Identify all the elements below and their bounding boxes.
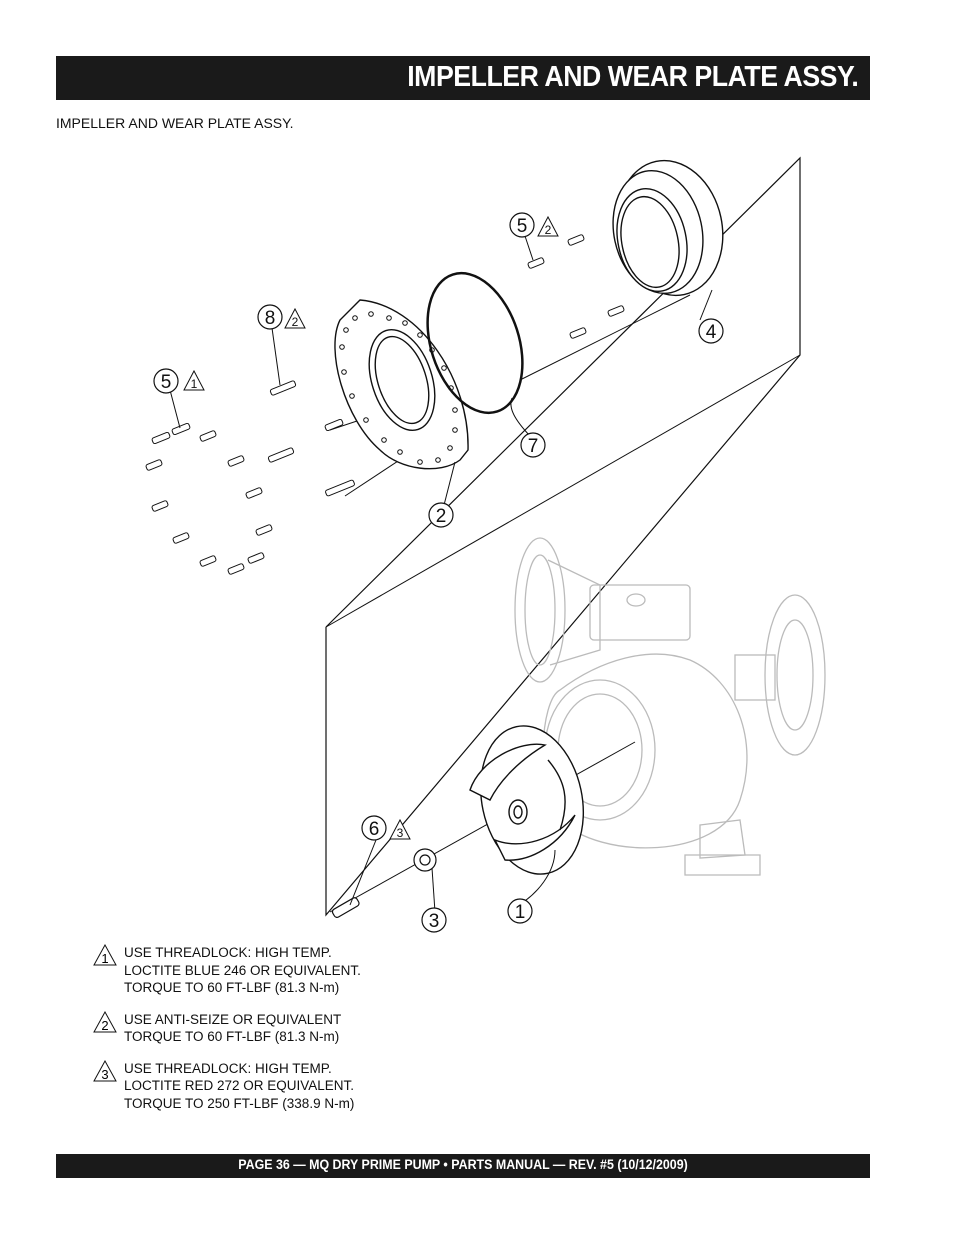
impeller	[469, 725, 585, 875]
svg-text:2: 2	[436, 506, 447, 527]
svg-text:2: 2	[292, 315, 299, 329]
impeller-bolt	[331, 897, 360, 918]
note-line: TORQUE TO 60 FT-LBF (81.3 N-m)	[124, 980, 340, 995]
callout-8: 8 2	[257, 304, 306, 330]
callout-3: 3	[421, 907, 447, 933]
callout-1: 1	[507, 898, 533, 924]
callout-2: 2	[428, 502, 454, 528]
note-line: USE ANTI-SEIZE OR EQUIVALENT	[124, 1011, 342, 1027]
svg-text:3: 3	[101, 1067, 108, 1082]
page-title: IMPELLER AND WEAR PLATE ASSY.	[406, 61, 859, 93]
svg-text:8: 8	[265, 308, 276, 329]
svg-text:6: 6	[369, 819, 380, 840]
callout-4: 4	[698, 318, 724, 344]
svg-text:2: 2	[101, 1018, 108, 1033]
bolt-group	[145, 234, 625, 575]
note-1: 1 USE THREADLOCK: HIGH TEMP. LOCTITE BLU…	[92, 943, 452, 997]
notes-list: 1 USE THREADLOCK: HIGH TEMP. LOCTITE BLU…	[92, 943, 452, 1122]
warning-triangle-icon: 2	[92, 1010, 118, 1033]
warning-triangle-icon: 1	[92, 943, 118, 966]
header-bar: IMPELLER AND WEAR PLATE ASSY.	[56, 56, 870, 100]
svg-text:3: 3	[429, 911, 440, 932]
footer-text: PAGE 36 — MQ DRY PRIME PUMP • PARTS MANU…	[238, 1157, 688, 1172]
suction-cover-ring	[612, 159, 724, 297]
svg-text:7: 7	[528, 436, 539, 457]
section-subtitle: IMPELLER AND WEAR PLATE ASSY.	[56, 115, 294, 131]
note-2: 2 USE ANTI-SEIZE OR EQUIVALENT TORQUE TO…	[92, 1010, 452, 1046]
note-line: LOCTITE RED 272 OR EQUIVALENT.	[124, 1078, 355, 1093]
note-line: TORQUE TO 250 FT-LBF (338.9 N-m)	[124, 1095, 355, 1111]
note-line: TORQUE TO 60 FT-LBF (81.3 N-m)	[124, 1029, 340, 1044]
svg-text:3: 3	[397, 826, 404, 840]
footer-bar: PAGE 36 — MQ DRY PRIME PUMP • PARTS MANU…	[56, 1154, 870, 1178]
svg-text:1: 1	[101, 951, 108, 966]
svg-text:5: 5	[517, 216, 528, 237]
callout-6: 6 3	[361, 815, 411, 841]
note-line: USE THREADLOCK: HIGH TEMP.	[124, 945, 332, 960]
note-line: USE THREADLOCK: HIGH TEMP.	[124, 1060, 332, 1076]
callouts: 1 2 3 4 7 5 1 5 2	[153, 212, 724, 933]
callout-5-upper: 5 2	[509, 212, 559, 238]
callout-5-lower: 5 1	[153, 368, 205, 394]
o-ring	[426, 271, 524, 415]
svg-text:4: 4	[706, 322, 717, 343]
wear-plate	[334, 299, 469, 470]
note-line: LOCTITE BLUE 246 OR EQUIVALENT.	[124, 962, 361, 978]
svg-text:1: 1	[515, 902, 526, 923]
svg-text:2: 2	[545, 223, 552, 237]
svg-text:5: 5	[161, 372, 172, 393]
warning-triangle-icon: 3	[92, 1059, 118, 1082]
svg-text:1: 1	[191, 377, 198, 391]
note-3: 3 USE THREADLOCK: HIGH TEMP. LOCTITE RED…	[92, 1059, 452, 1113]
pump-housing	[514, 537, 826, 876]
callout-7: 7	[520, 432, 546, 458]
